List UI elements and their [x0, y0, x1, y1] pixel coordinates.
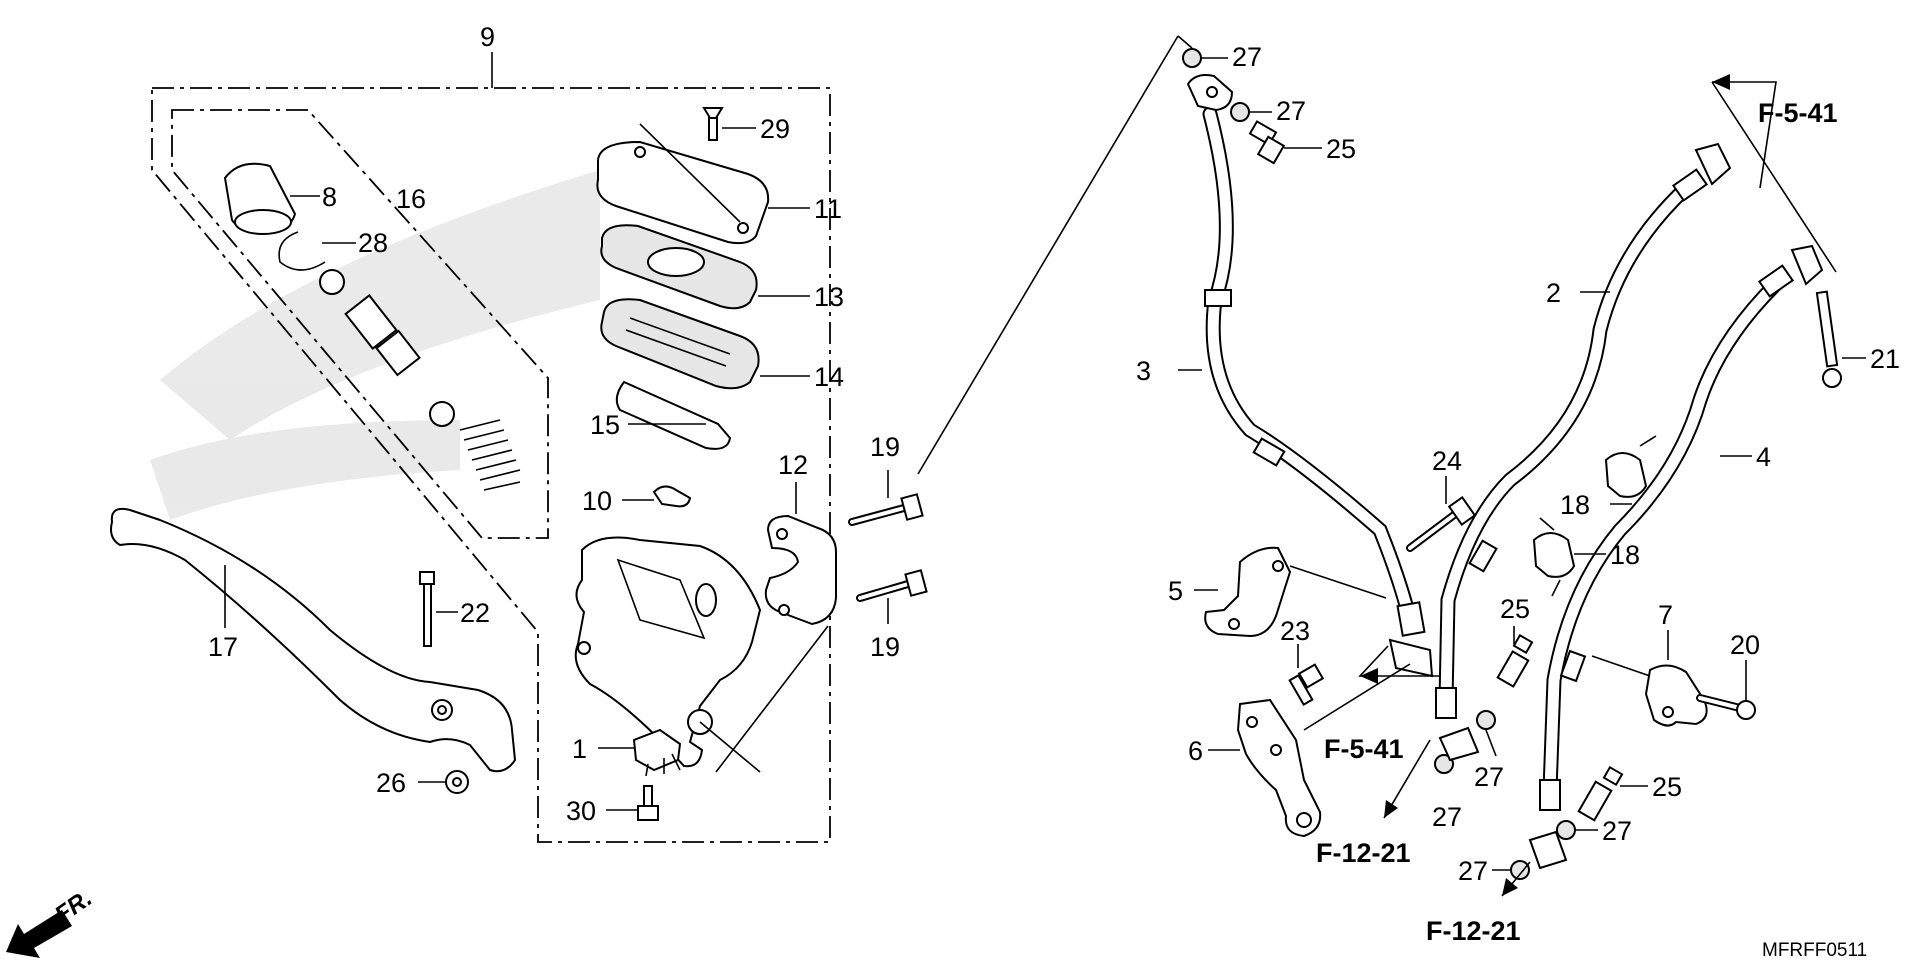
- label-6: 6: [1188, 736, 1203, 766]
- label-1: 1: [572, 734, 587, 764]
- label-2: 2: [1546, 278, 1561, 308]
- ref-arrow-top: [1711, 74, 1837, 273]
- label-25-b: 25: [1500, 594, 1530, 624]
- piston-assembly: [319, 269, 455, 427]
- fitting-27d: [1476, 710, 1496, 730]
- hose-3: [1202, 106, 1434, 678]
- hose-4: [1539, 244, 1824, 811]
- label-8: 8: [322, 182, 337, 212]
- label-13: 13: [814, 282, 844, 312]
- cap-plate: [600, 224, 758, 310]
- bolt-25a: [1248, 120, 1286, 165]
- assembly-9-box: [151, 52, 831, 843]
- label-16: 16: [396, 184, 426, 214]
- bolt-21: [1815, 290, 1842, 388]
- front-direction-arrow: [6, 910, 72, 958]
- label-29: 29: [760, 114, 790, 144]
- label-27-d: 27: [1432, 802, 1462, 832]
- brake-lever: [110, 507, 517, 773]
- assembly-16-box: [171, 109, 549, 539]
- gasket: [615, 380, 732, 450]
- ref-f-12-21-left: F-12-21: [1316, 838, 1411, 868]
- ref-arrow-bottom: [1501, 861, 1531, 897]
- label-3: 3: [1136, 356, 1151, 386]
- handlebar-clamp: [764, 514, 837, 626]
- label-30: 30: [566, 796, 596, 826]
- bracket-7: [1644, 664, 1708, 727]
- ref-f-12-21-bottom: F-12-21: [1426, 916, 1521, 946]
- bolt-23: [1288, 663, 1325, 706]
- brake-switch: [632, 728, 682, 777]
- label-22: 22: [460, 598, 490, 628]
- bolt-25b: [1496, 633, 1534, 688]
- ref-f-5-41-top: F-5-41: [1758, 98, 1838, 128]
- reservoir-cap: [596, 140, 770, 245]
- reference-labels: F-5-41 F-5-41 F-12-21 F-12-21: [1316, 98, 1838, 946]
- bolt-24: [1406, 496, 1477, 552]
- label-19-upper: 19: [870, 432, 900, 462]
- label-21: 21: [1870, 344, 1900, 374]
- master-cylinder-body: [574, 536, 762, 768]
- clamp-bolt-lower: [856, 569, 928, 602]
- label-10: 10: [582, 486, 612, 516]
- label-23: 23: [1280, 616, 1310, 646]
- label-27-a: 27: [1232, 42, 1262, 72]
- spring: [459, 419, 521, 491]
- diaphragm: [600, 298, 760, 390]
- hose-3-top-fitting: [1186, 74, 1234, 112]
- pivot-nut: [445, 770, 469, 794]
- diagram-code: MFRFF0511: [1762, 940, 1867, 960]
- bracket-6: [1236, 698, 1322, 838]
- label-19-lower: 19: [870, 632, 900, 662]
- dust-boot: [223, 162, 297, 236]
- sensor-bracket: [652, 485, 692, 508]
- label-24: 24: [1432, 446, 1462, 476]
- washer-27b: [1230, 102, 1250, 122]
- label-12: 12: [778, 450, 808, 480]
- label-26: 26: [376, 768, 406, 798]
- callout-labels: 9 8 16 28 29 11 13 14 15 12 10 19 19 17 …: [208, 22, 1900, 886]
- ref-f-5-41-mid: F-5-41: [1324, 734, 1404, 764]
- label-9: 9: [480, 22, 495, 52]
- label-18-b: 18: [1610, 540, 1640, 570]
- hose-2: [1435, 142, 1732, 719]
- ref-arrow-left: [1383, 739, 1431, 819]
- bolt-20: [1696, 694, 1756, 720]
- label-28: 28: [358, 228, 388, 258]
- clamp-bolt-upper: [848, 493, 924, 526]
- label-5: 5: [1168, 576, 1183, 606]
- label-20: 20: [1730, 630, 1760, 660]
- fitting-27c: [1434, 754, 1454, 774]
- label-4: 4: [1756, 442, 1771, 472]
- hose-clamp-18a: [1604, 435, 1657, 498]
- label-15: 15: [590, 410, 620, 440]
- label-18-a: 18: [1560, 490, 1590, 520]
- label-17: 17: [208, 632, 238, 662]
- fitting-27e: [1556, 820, 1576, 840]
- ref-arrow-mid: [1358, 645, 1440, 684]
- fitting-block-2: [1438, 726, 1480, 762]
- label-14: 14: [814, 362, 844, 392]
- washer-27a: [1182, 48, 1202, 68]
- circlip: [278, 231, 326, 271]
- fitting-27f: [1510, 860, 1530, 880]
- bracket-5: [1204, 546, 1292, 638]
- fitting-block-4: [1528, 830, 1568, 870]
- label-27-b: 27: [1276, 96, 1306, 126]
- label-27-f: 27: [1458, 856, 1488, 886]
- label-25-c: 25: [1652, 772, 1682, 802]
- label-27-c: 27: [1474, 762, 1504, 792]
- hose-clamp-18b: [1532, 517, 1576, 597]
- switch-screw: [637, 785, 659, 821]
- label-11: 11: [814, 194, 842, 224]
- label-7: 7: [1658, 600, 1673, 630]
- cap-screw: [702, 107, 724, 141]
- label-25-a: 25: [1326, 134, 1356, 164]
- pivot-bolt: [419, 571, 435, 647]
- label-27-e: 27: [1602, 816, 1632, 846]
- bolt-25c: [1577, 765, 1624, 822]
